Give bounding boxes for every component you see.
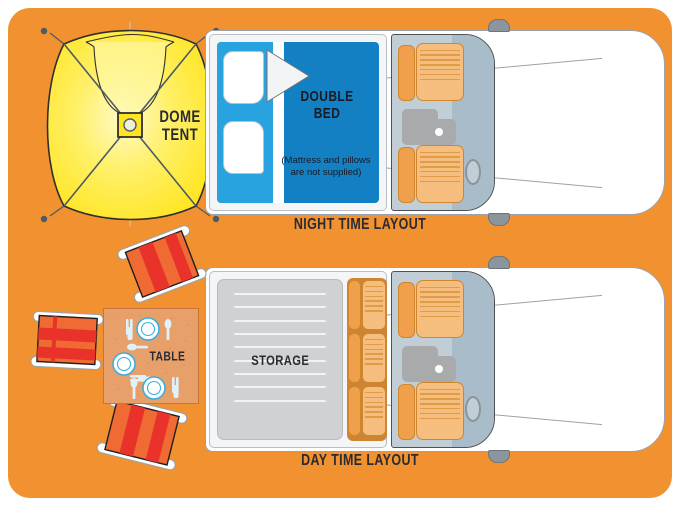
chair-graphic <box>96 395 188 471</box>
bench-cushion-3 <box>362 386 386 436</box>
table-label: TABLE <box>145 349 190 364</box>
bench-back-1 <box>348 280 361 330</box>
seat-texture-lines <box>420 49 460 95</box>
seat-texture-lines <box>420 388 460 434</box>
sheet-fold-triangle <box>266 49 310 103</box>
bed-sheet-edge <box>273 42 284 203</box>
side-mirror-top-day <box>488 256 510 269</box>
bench-back-3 <box>348 386 361 436</box>
steering-wheel-night <box>465 159 481 185</box>
day-layout-van: STORAGE <box>205 256 665 463</box>
double-bed-label-line2: BED <box>313 105 341 123</box>
dome-tent-graphic <box>40 22 220 226</box>
dome-tent-label-line2: TENT <box>161 124 199 144</box>
day-time-layout-text: DAY TIME LAYOUT <box>301 452 419 469</box>
bench-cushion-1 <box>362 280 386 330</box>
seat-texture-lines <box>420 151 460 197</box>
storage-area: STORAGE <box>217 279 343 440</box>
cab-night <box>391 34 495 211</box>
camp-chair-bottom <box>93 391 190 475</box>
bench-cushion-2 <box>362 333 386 383</box>
side-mirror-bottom-day <box>488 450 510 463</box>
double-bed-label: DOUBLE BED <box>289 88 366 123</box>
cab-seat-top-night <box>416 43 464 101</box>
double-bed-label-line1: DOUBLE <box>300 88 354 105</box>
console-knob-day <box>435 365 443 373</box>
storage-texture-lines <box>234 292 326 427</box>
cab-seat-bottom-night <box>416 145 464 203</box>
side-mirror-bottom-night <box>488 213 510 226</box>
night-time-layout-text: NIGHT TIME LAYOUT <box>293 216 427 233</box>
cab-seat-back-bottom-day <box>398 384 415 440</box>
cab-seat-back-top-day <box>398 282 415 338</box>
bed-note-line2: are not supplied) <box>290 166 362 178</box>
storage-label-text: STORAGE <box>250 351 309 368</box>
pillow-top <box>223 51 264 104</box>
console-knob-night <box>435 128 443 136</box>
cab-seat-back-bottom-night <box>398 147 415 203</box>
cab-seat-back-top-night <box>398 45 415 101</box>
bench-texture-lines <box>364 391 384 430</box>
storage-label: STORAGE <box>218 352 342 368</box>
double-bed: DOUBLE BED (Mattress and pillows are not… <box>217 42 379 203</box>
seat-texture-lines <box>420 286 460 332</box>
dashboard-console-main-day <box>402 356 456 382</box>
cab-day <box>391 271 495 448</box>
chair-graphic <box>30 310 104 371</box>
table-place-settings <box>111 315 189 400</box>
chair-graphic <box>117 225 207 303</box>
camp-chair-top <box>113 220 211 308</box>
camp-chair-left <box>28 308 105 374</box>
bench-texture-lines <box>364 285 384 324</box>
bed-note: (Mattress and pillows are not supplied) <box>275 155 377 179</box>
bed-note-line1: (Mattress and pillows <box>281 155 371 166</box>
dome-tent-label: DOME TENT <box>137 108 223 144</box>
camp-table: TABLE <box>103 308 199 404</box>
cab-seat-top-day <box>416 280 464 338</box>
pillow-bottom <box>223 121 264 174</box>
dashboard-console-main-night <box>402 119 456 145</box>
cab-seat-bottom-day <box>416 382 464 440</box>
place-setting-bottom <box>130 376 179 400</box>
table-label-text: TABLE <box>149 348 186 364</box>
bench-back-2 <box>348 333 361 383</box>
steering-wheel-day <box>465 396 481 422</box>
day-time-layout-label: DAY TIME LAYOUT <box>266 452 453 470</box>
place-setting-top <box>126 317 172 341</box>
night-time-layout-label: NIGHT TIME LAYOUT <box>266 216 453 234</box>
dome-tent-label-line1: DOME <box>159 107 201 126</box>
side-mirror-top-night <box>488 19 510 32</box>
night-layout-van: DOUBLE BED (Mattress and pillows are not… <box>205 19 665 226</box>
bench-texture-lines <box>364 338 384 377</box>
